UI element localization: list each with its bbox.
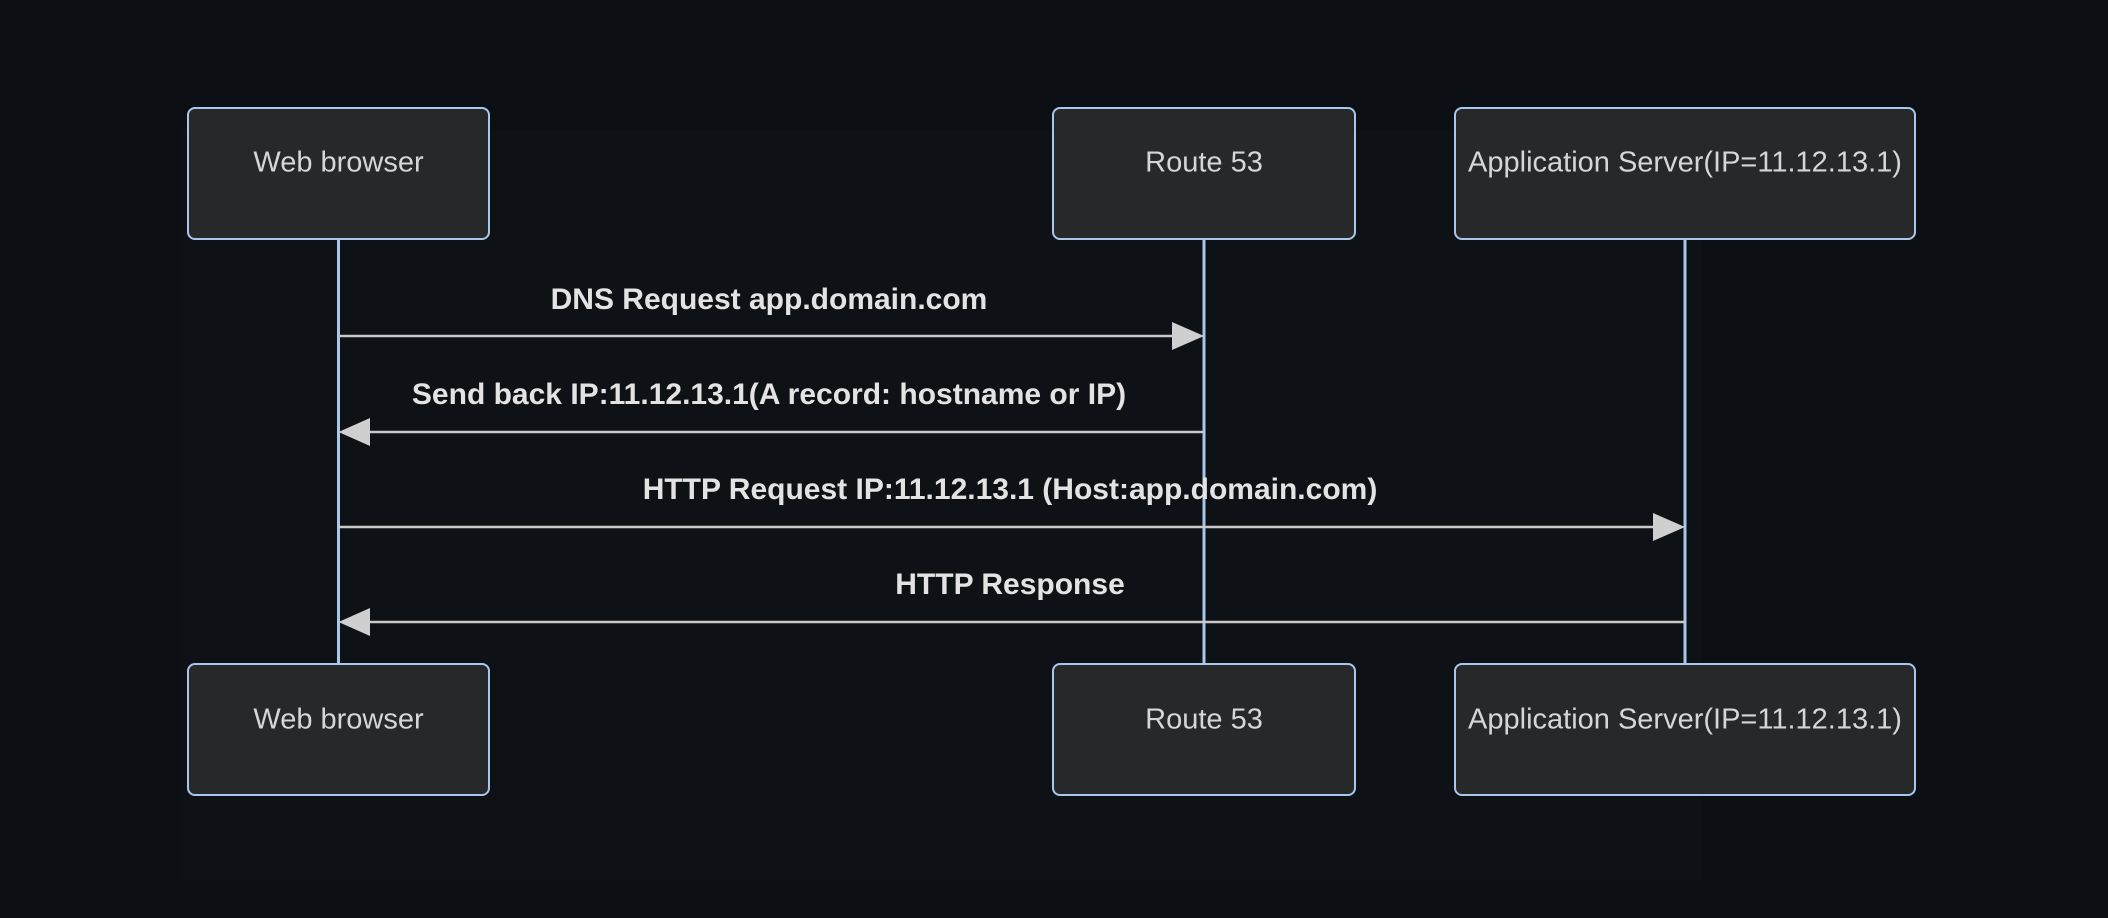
message-2-label: Send back IP:11.12.13.1(A record: hostna…	[412, 378, 1126, 411]
actor-route53-top-label: Route 53	[1145, 147, 1263, 179]
message-1-arrowhead-icon	[1172, 322, 1204, 350]
actor-appserver-top-box[interactable]	[1454, 107, 1916, 240]
actor-appserver-top[interactable]: Application Server(IP=11.12.13.1)	[1454, 107, 1916, 240]
actor-appserver-bottom-box[interactable]	[1454, 663, 1916, 796]
message-3[interactable]: HTTP Request IP:11.12.13.1 (Host:app.dom…	[338, 473, 1686, 541]
actor-browser-top-box[interactable]	[187, 107, 490, 240]
actor-browser-bottom-label: Web browser	[253, 704, 424, 736]
actor-appserver-bottom-label: Application Server(IP=11.12.13.1)	[1468, 704, 1902, 736]
actor-route53-top-box[interactable]	[1052, 107, 1356, 240]
messages: DNS Request app.domain.com Send back IP:…	[338, 283, 1686, 636]
actors-top: Web browser Route 53 Application Server(…	[187, 107, 1916, 240]
message-1[interactable]: DNS Request app.domain.com	[338, 283, 1205, 350]
actor-browser-top[interactable]: Web browser	[187, 107, 490, 240]
actor-browser-bottom[interactable]: Web browser	[187, 663, 490, 796]
actors-bottom: Web browser Route 53 Application Server(…	[187, 663, 1916, 796]
message-3-arrowhead-icon	[1653, 513, 1685, 541]
message-1-label: DNS Request app.domain.com	[551, 283, 988, 316]
actor-appserver-top-label: Application Server(IP=11.12.13.1)	[1468, 147, 1902, 179]
message-2[interactable]: Send back IP:11.12.13.1(A record: hostna…	[338, 378, 1205, 446]
actor-browser-top-label: Web browser	[253, 147, 424, 179]
actor-route53-top[interactable]: Route 53	[1052, 107, 1356, 240]
message-4-arrowhead-icon	[338, 608, 370, 636]
message-2-arrowhead-icon	[338, 418, 370, 446]
actor-browser-bottom-box[interactable]	[187, 663, 490, 796]
message-4[interactable]: HTTP Response	[338, 568, 1686, 636]
actor-route53-bottom-label: Route 53	[1145, 704, 1263, 736]
message-3-label: HTTP Request IP:11.12.13.1 (Host:app.dom…	[643, 473, 1378, 506]
actor-route53-bottom-box[interactable]	[1052, 663, 1356, 796]
message-4-label: HTTP Response	[895, 568, 1125, 601]
actor-route53-bottom[interactable]: Route 53	[1052, 663, 1356, 796]
actor-appserver-bottom[interactable]: Application Server(IP=11.12.13.1)	[1454, 663, 1916, 796]
lifelines	[337, 239, 1687, 664]
